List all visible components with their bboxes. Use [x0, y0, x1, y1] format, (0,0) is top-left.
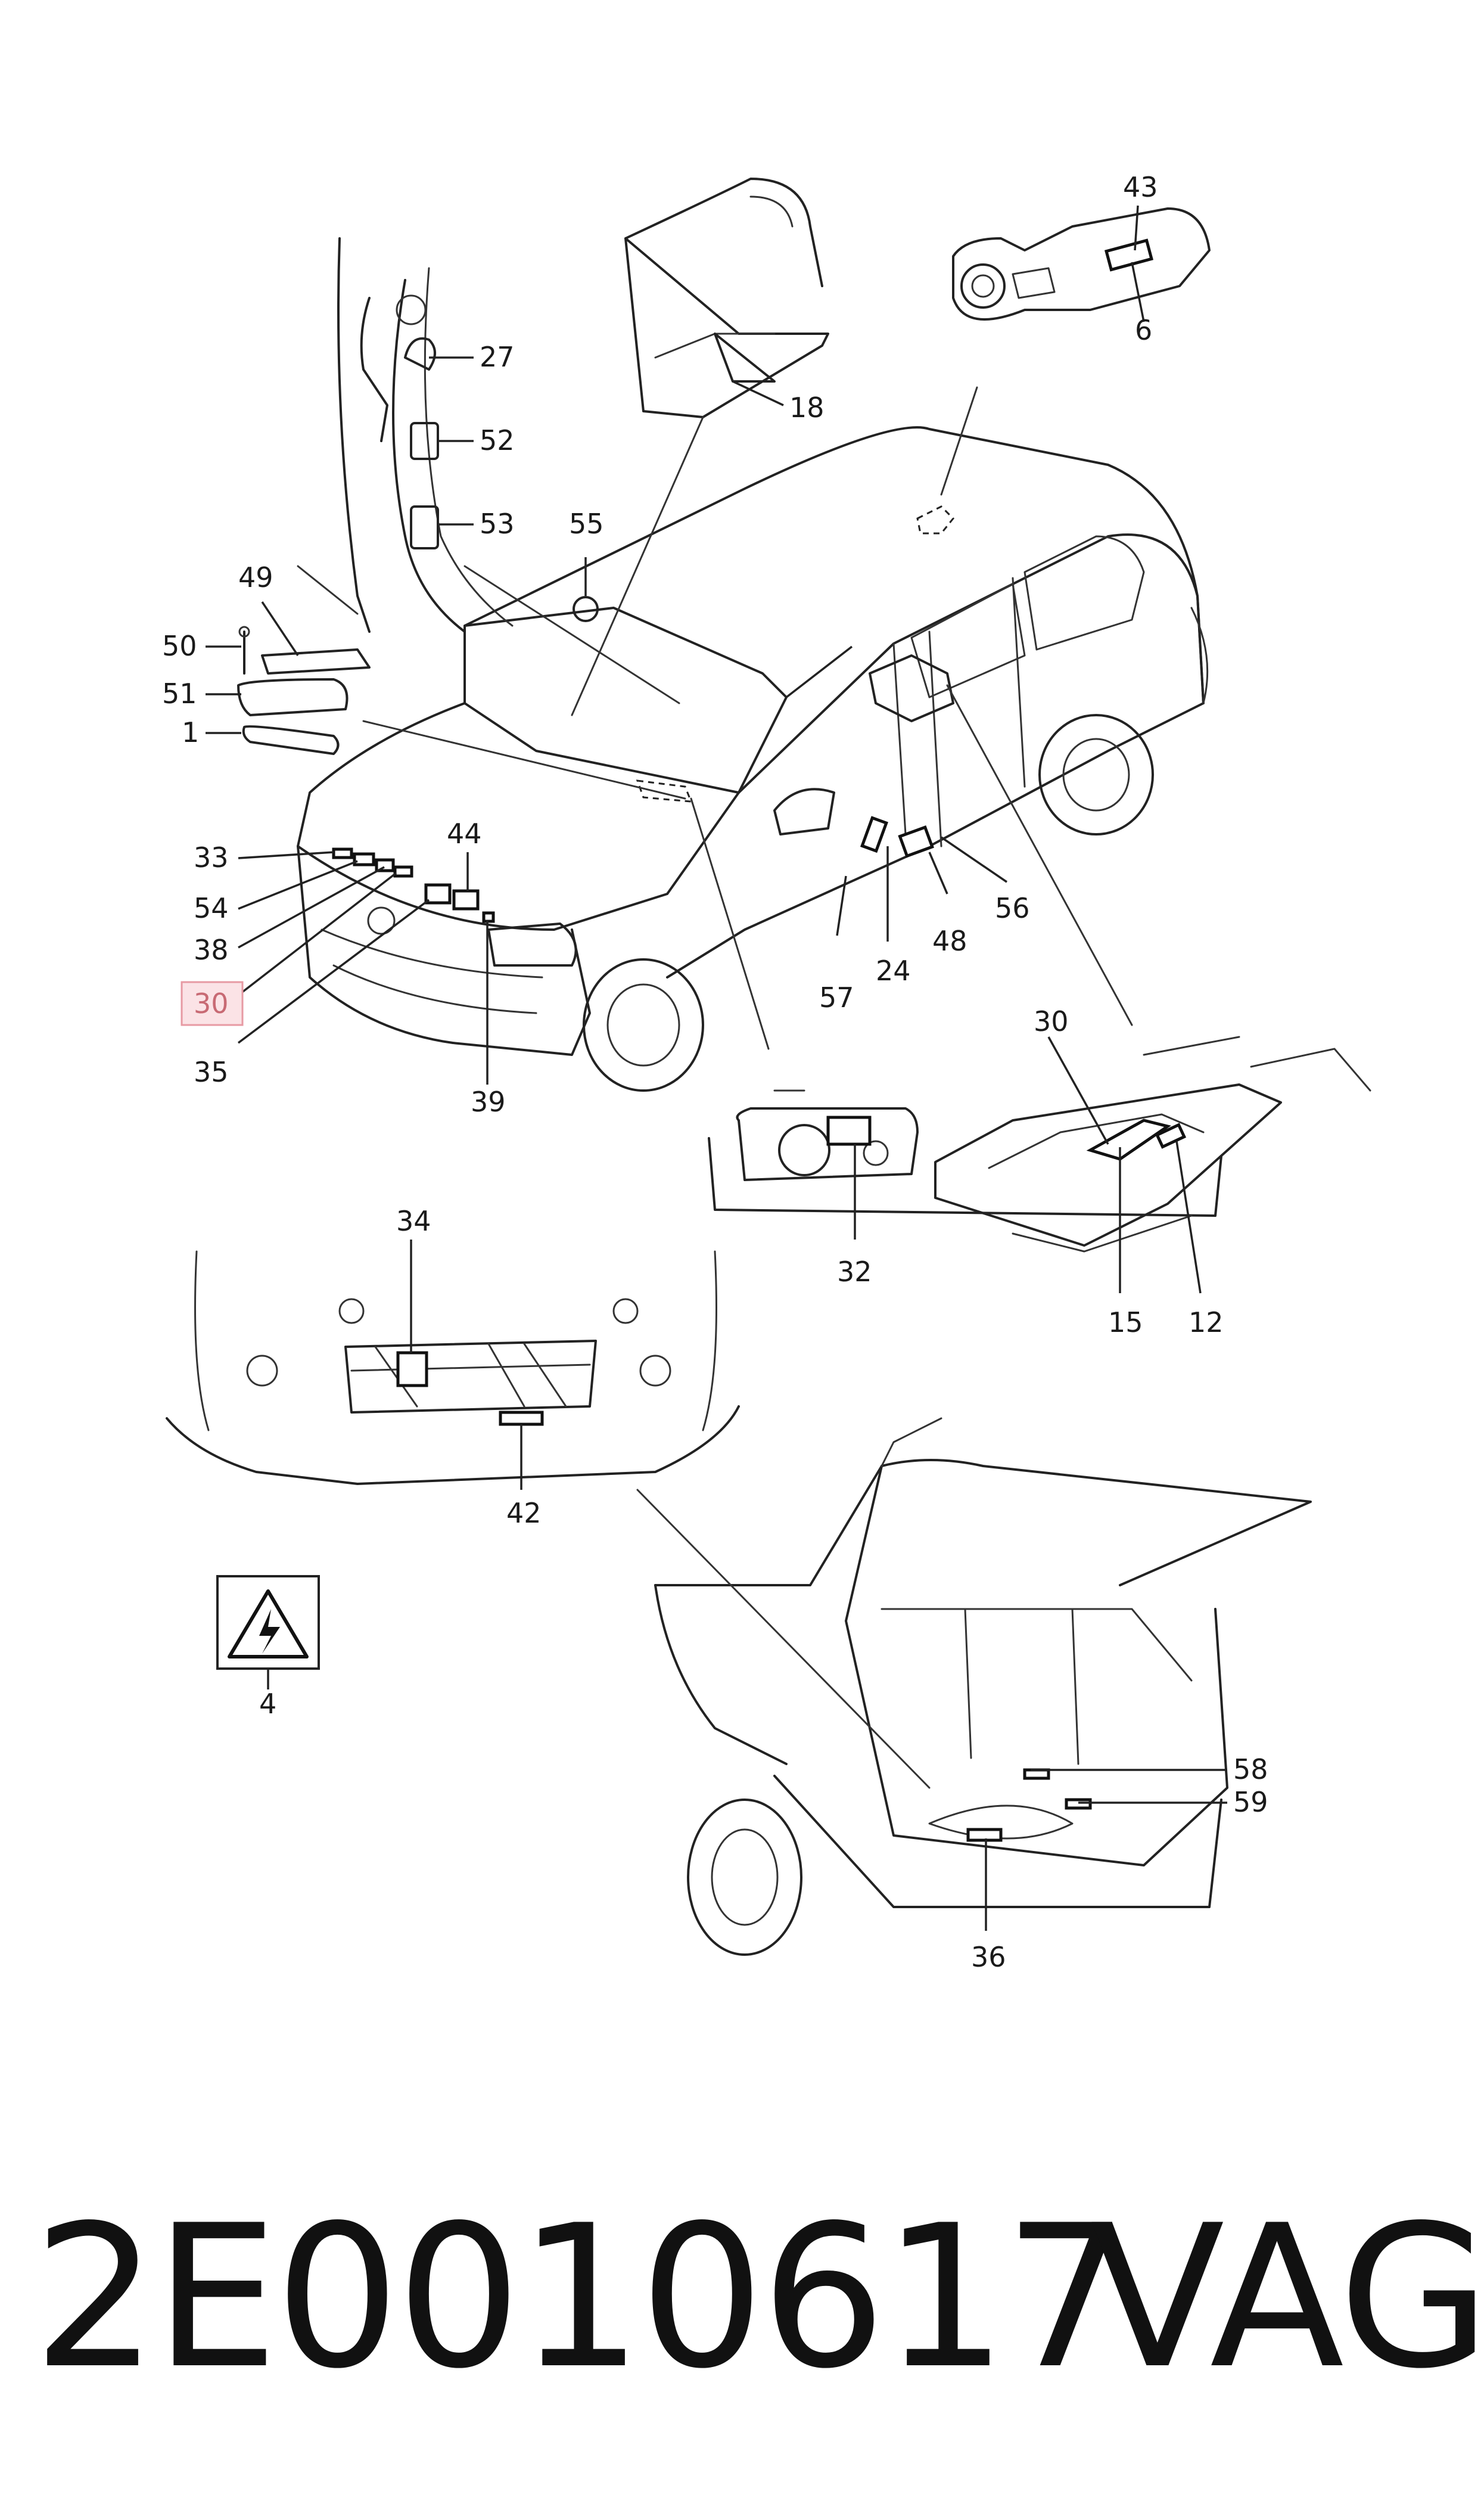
underbody-detail — [166, 1250, 740, 1485]
callout-42: 42 — [506, 1497, 542, 1529]
part-number: 2E0010617 — [33, 2183, 1129, 2412]
callout-57: 57 — [819, 981, 854, 1014]
callout-56: 56 — [995, 892, 1030, 924]
vehicle-front-view — [297, 426, 1209, 1092]
callout-44: 44 — [447, 818, 482, 850]
callout-4: 4 — [259, 1688, 276, 1720]
callout-12: 12 — [1189, 1306, 1224, 1338]
sun-visor-parts — [237, 626, 371, 755]
brand-name: VAG — [1090, 2183, 1484, 2412]
leader-lines — [206, 205, 1227, 1931]
callout-6: 6 — [1135, 314, 1152, 346]
callout-27: 27 — [480, 341, 515, 373]
callout-18: 18 — [789, 392, 825, 424]
callout-38: 38 — [194, 934, 229, 966]
callout-49: 49 — [238, 561, 273, 594]
callout-54: 54 — [194, 892, 229, 924]
callout-58: 58 — [1233, 1753, 1268, 1785]
fuel-door-detail — [952, 207, 1211, 321]
callout-32: 32 — [837, 1256, 872, 1288]
parts-diagram: 43 6 27 18 52 53 55 49 50 51 1 33 44 54 … — [162, 171, 1371, 1973]
callout-50: 50 — [162, 630, 197, 662]
cargo-floor-detail — [934, 1036, 1371, 1253]
callout-36: 36 — [971, 1941, 1006, 1973]
callout-34: 34 — [396, 1205, 431, 1237]
pillar-detail — [297, 237, 514, 633]
callout-30: 30 — [1034, 1005, 1069, 1038]
callout-24: 24 — [876, 955, 911, 987]
callout-15: 15 — [1108, 1306, 1143, 1338]
callout-52: 52 — [480, 424, 515, 456]
callout-48: 48 — [932, 925, 967, 957]
callout-55: 55 — [569, 508, 604, 540]
glovebox-detail — [624, 178, 829, 418]
callout-53: 53 — [480, 508, 515, 540]
callout-43: 43 — [1123, 171, 1158, 203]
callout-labels: 43 6 27 18 52 53 55 49 50 51 1 33 44 54 … — [162, 171, 1268, 1973]
callout-1: 1 — [182, 716, 199, 748]
callout-35: 35 — [194, 1056, 229, 1088]
callout-59: 59 — [1233, 1786, 1268, 1818]
highlight-box-30 — [181, 981, 244, 1026]
vehicle-rear-view — [654, 1417, 1312, 1956]
callout-39: 39 — [471, 1086, 506, 1118]
callout-51: 51 — [162, 678, 197, 710]
high-voltage-warning-icon — [216, 1575, 320, 1670]
light-switch-detail — [708, 1089, 1222, 1217]
callout-30-highlighted: 30 — [194, 987, 229, 1020]
callout-33: 33 — [194, 841, 229, 874]
